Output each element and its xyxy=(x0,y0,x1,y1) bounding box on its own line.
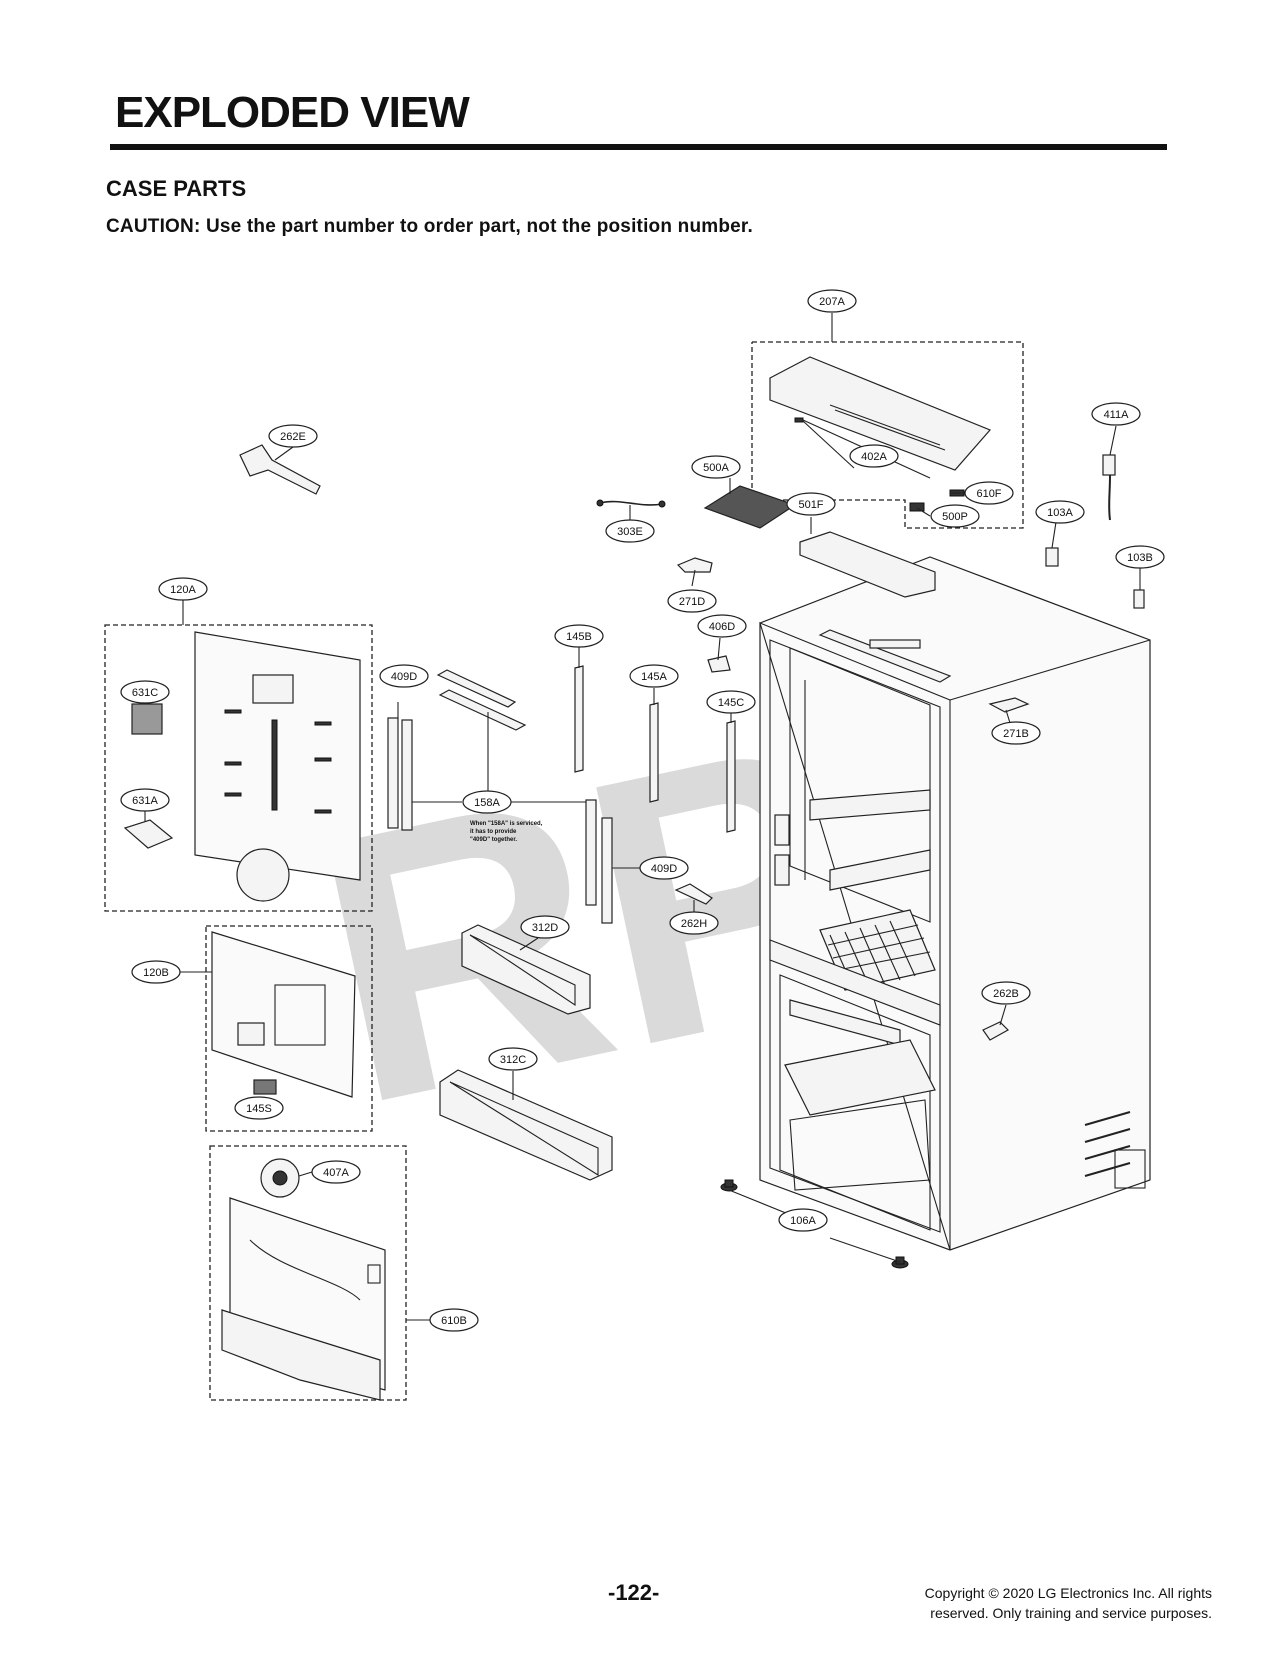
caution-text: CAUTION: Use the part number to order pa… xyxy=(106,216,753,237)
callout-303e: 303E xyxy=(605,519,655,543)
svg-text:262B: 262B xyxy=(993,988,1019,1000)
callout-145b: 145B xyxy=(554,624,604,648)
bracket-271b-part xyxy=(988,697,1030,713)
svg-text:When "158A" is serviced,: When "158A" is serviced, xyxy=(470,821,543,827)
svg-text:103B: 103B xyxy=(1127,552,1153,564)
svg-text:271D: 271D xyxy=(679,596,705,608)
callout-145c: 145C xyxy=(706,690,756,714)
svg-text:120A: 120A xyxy=(170,584,196,596)
callout-500a: 500A xyxy=(691,455,741,479)
svg-text:262E: 262E xyxy=(280,431,306,443)
callout-631c: 631C xyxy=(120,680,170,704)
svg-text:500A: 500A xyxy=(703,462,729,474)
bin-312c xyxy=(439,1069,613,1181)
door-group-120a xyxy=(104,624,373,912)
svg-text:407A: 407A xyxy=(323,1167,349,1179)
door-group-610b xyxy=(209,1145,407,1401)
callout-262b: 262B xyxy=(981,981,1031,1005)
harness-part xyxy=(596,499,666,508)
callout-120a: 120A xyxy=(158,577,208,601)
pcb-part xyxy=(703,485,797,529)
title-rule xyxy=(110,144,1167,150)
callout-312c: 312C xyxy=(488,1047,538,1071)
part-406d xyxy=(707,655,731,673)
svg-text:631C: 631C xyxy=(132,687,158,699)
svg-text:158A: 158A xyxy=(474,797,500,809)
callout-271b: 271B xyxy=(991,721,1041,745)
svg-text:145B: 145B xyxy=(566,631,592,643)
callout-610b: 610B xyxy=(429,1308,479,1332)
svg-text:500P: 500P xyxy=(942,511,968,523)
callout-409d-top: 409D xyxy=(379,664,429,688)
svg-text:145C: 145C xyxy=(718,697,744,709)
callout-158a: 158A xyxy=(462,790,512,814)
svg-text:409D: 409D xyxy=(651,863,677,875)
svg-text:207A: 207A xyxy=(819,296,845,308)
callout-145s: 145S xyxy=(234,1096,284,1120)
seal-parts xyxy=(387,669,640,924)
callout-407a: 407A xyxy=(311,1160,361,1184)
strip-parts xyxy=(574,665,736,833)
page-number: -122- xyxy=(608,1580,660,1605)
svg-text:120B: 120B xyxy=(143,967,169,979)
part-262h xyxy=(674,883,713,905)
svg-text:145A: 145A xyxy=(641,671,667,683)
bracket-271d-part xyxy=(676,557,713,573)
svg-text:312C: 312C xyxy=(500,1054,526,1066)
copyright-line-1: Copyright © 2020 LG Electronics Inc. All… xyxy=(924,1585,1212,1601)
svg-text:501F: 501F xyxy=(798,499,823,511)
svg-text:409D: 409D xyxy=(391,671,417,683)
callout-145a: 145A xyxy=(629,664,679,688)
callout-262h: 262H xyxy=(669,911,719,935)
callout-411a: 411A xyxy=(1091,402,1141,426)
section-heading: CASE PARTS xyxy=(106,176,247,201)
hinge-parts xyxy=(1045,547,1145,609)
callout-207a: 207A xyxy=(807,289,857,313)
copyright-notice: Copyright © 2020 LG Electronics Inc. All… xyxy=(850,1583,1212,1623)
svg-text:it has to provide: it has to provide xyxy=(470,829,517,835)
callout-103b: 103B xyxy=(1115,545,1165,569)
cabinet-assembly xyxy=(759,556,1151,1251)
callout-312d: 312D xyxy=(520,915,570,939)
callout-501f: 501F xyxy=(786,492,836,516)
note-158a: When "158A" is serviced, it has to provi… xyxy=(470,821,543,843)
callout-271d: 271D xyxy=(667,589,717,613)
svg-text:631A: 631A xyxy=(132,795,158,807)
svg-text:103A: 103A xyxy=(1047,507,1073,519)
callout-631a: 631A xyxy=(120,788,170,812)
svg-text:262H: 262H xyxy=(681,918,707,930)
bin-312d xyxy=(461,924,591,1015)
power-cord-part xyxy=(1102,454,1116,521)
part-262b xyxy=(982,1021,1009,1041)
callout-610f: 610F xyxy=(964,481,1014,505)
svg-text:106A: 106A xyxy=(790,1215,816,1227)
callout-406d: 406D xyxy=(697,614,747,638)
page-title: EXPLODED VIEW xyxy=(115,88,470,137)
svg-text:610F: 610F xyxy=(976,488,1001,500)
svg-text:312D: 312D xyxy=(532,922,558,934)
callout-500p: 500P xyxy=(930,504,980,528)
svg-text:"409D" together.: "409D" together. xyxy=(470,837,517,843)
svg-text:145S: 145S xyxy=(246,1103,272,1115)
svg-text:406D: 406D xyxy=(709,621,735,633)
callout-402a: 402A xyxy=(849,444,899,468)
callout-106a: 106A xyxy=(778,1208,828,1232)
cover-501f-part xyxy=(799,531,936,598)
callout-409d-bottom: 409D xyxy=(639,856,689,880)
svg-text:271B: 271B xyxy=(1003,728,1029,740)
svg-text:402A: 402A xyxy=(861,451,887,463)
callout-103a: 103A xyxy=(1035,500,1085,524)
svg-text:411A: 411A xyxy=(1104,409,1130,421)
callout-262e: 262E xyxy=(268,424,318,448)
copyright-line-2: reserved. Only training and service purp… xyxy=(930,1605,1212,1621)
svg-text:303E: 303E xyxy=(617,526,643,538)
callout-120b: 120B xyxy=(131,960,181,984)
door-group-120b xyxy=(205,925,373,1132)
wrench-part xyxy=(239,444,321,495)
svg-text:610B: 610B xyxy=(441,1315,467,1327)
